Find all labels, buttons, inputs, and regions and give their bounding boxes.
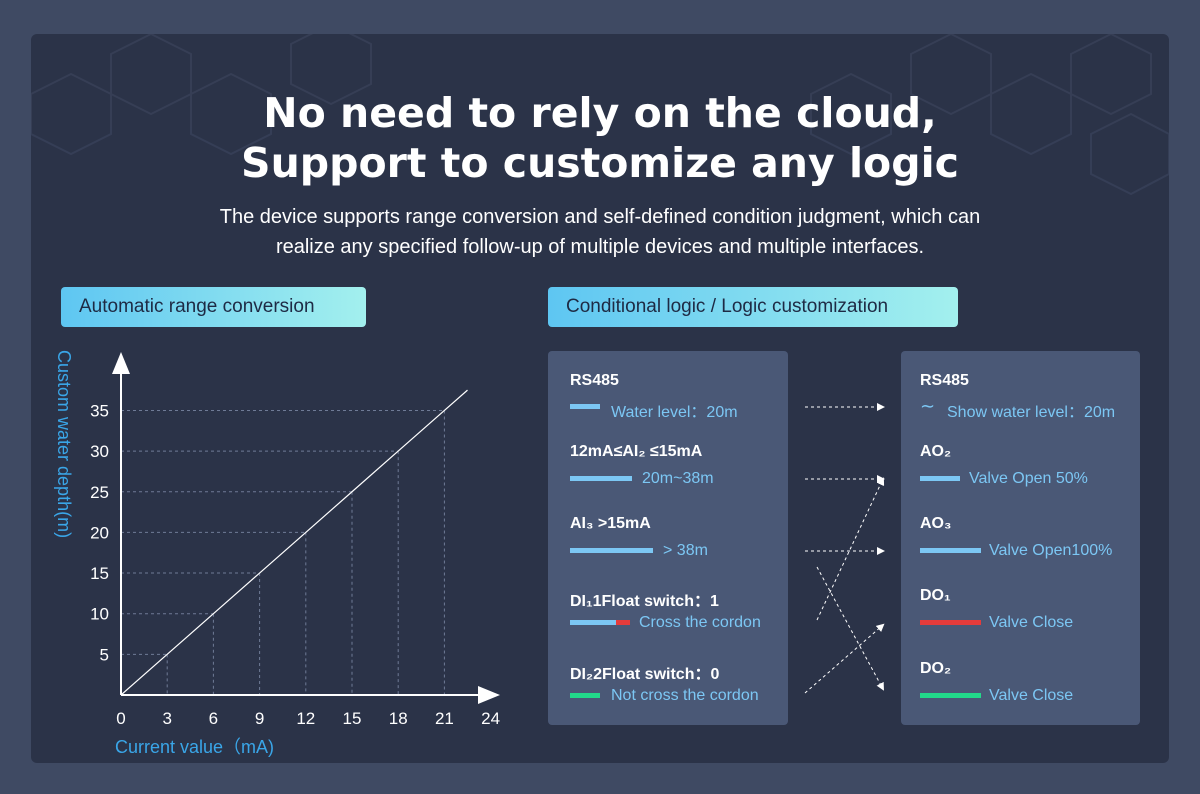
output-indicator-ao2 (920, 476, 960, 481)
logic-arrows (804, 403, 885, 694)
input-value-ai2: 20m~38m (642, 470, 714, 487)
y-axis-label: Custom water depth(m) (54, 350, 74, 538)
input-head-ai2: 12mA≤AI₂ ≤15mA (570, 443, 703, 460)
input-indicator-rs485 (570, 404, 600, 409)
y-tick-label: 10 (90, 605, 109, 624)
x-tick-label: 15 (343, 709, 362, 728)
y-tick-label: 20 (90, 523, 109, 542)
arrow-di2-to-do1 (804, 623, 885, 694)
output-head-rs485: RS485 (920, 372, 969, 389)
output-value-do1: Valve Close (989, 614, 1074, 631)
hexagon-background (31, 34, 1169, 196)
output-head-do1: DO₁ (920, 587, 951, 604)
output-head-ao2: AO₂ (920, 443, 952, 460)
input-value-di1: Cross the cordon (639, 614, 761, 631)
input-head-di2: DI₂2Float switch：0 (570, 666, 720, 683)
x-tick-label: 18 (389, 709, 408, 728)
output-head-ao3: AO₃ (920, 515, 952, 532)
y-tick-label: 15 (90, 564, 109, 583)
output-value-ao3: Valve Open100% (989, 542, 1113, 559)
input-indicator-ai3 (570, 548, 653, 553)
output-value-ao2: Valve Open 50% (969, 470, 1088, 487)
arrow-cross-to-do2 (816, 566, 884, 691)
x-tick-label: 0 (116, 709, 125, 728)
arrow-di1-to-ao2 (816, 477, 885, 621)
input-panel (548, 351, 788, 725)
input-indicator-di2 (570, 693, 600, 698)
input-value-di2: Not cross the cordon (611, 687, 759, 704)
output-panel (901, 351, 1140, 725)
x-axis-arrow-icon (478, 686, 500, 704)
y-axis-arrow-icon (112, 352, 130, 374)
output-head-do2: DO₂ (920, 660, 952, 677)
range-conversion-label: Automatic range conversion (61, 287, 366, 327)
x-axis-label: Current value（mA) (115, 737, 274, 757)
output-value-rs485: Show water level：20m (947, 404, 1116, 421)
output-indicator-do1 (920, 620, 981, 625)
input-value-ai3: > 38m (663, 542, 708, 559)
x-tick-label: 9 (255, 709, 264, 728)
wave-icon: ∼ (920, 396, 936, 416)
input-head-di1: DI₁1Float switch：1 (570, 593, 719, 610)
x-tick-label: 6 (209, 709, 218, 728)
page-title-line2: Support to customize any logic (241, 139, 959, 187)
input-indicator-di1-red (616, 620, 630, 625)
x-tick-label: 21 (435, 709, 454, 728)
range-conversion-chart: 0 3 6 9 12 15 18 21 24 5 10 15 20 25 30 35 Current val… (54, 350, 500, 757)
input-indicator-di1-blue (570, 620, 616, 625)
logic-customization-label: Conditional logic / Logic customization (548, 287, 958, 327)
subtitle-line2: realize any specified follow-up of multi… (275, 236, 925, 258)
input-head-ai3: AI₃ >15mA (570, 515, 651, 532)
x-tick-label: 24 (481, 709, 500, 728)
input-indicator-ai2 (570, 476, 632, 481)
input-value-rs485: Water level：20m (611, 404, 738, 421)
subtitle-line1: The device supports range conversion and… (219, 206, 981, 228)
y-tick-label: 25 (90, 483, 109, 502)
y-tick-label: 30 (90, 442, 109, 461)
page-title-line1: No need to rely on the cloud, (263, 89, 937, 137)
y-tick-label: 35 (90, 401, 109, 420)
x-tick-label: 12 (296, 709, 315, 728)
y-tick-label: 5 (100, 645, 109, 664)
output-indicator-ao3 (920, 548, 981, 553)
input-head-rs485: RS485 (570, 372, 619, 389)
output-value-do2: Valve Close (989, 687, 1074, 704)
x-tick-label: 3 (162, 709, 171, 728)
data-line (120, 389, 468, 696)
output-indicator-do2 (920, 693, 981, 698)
